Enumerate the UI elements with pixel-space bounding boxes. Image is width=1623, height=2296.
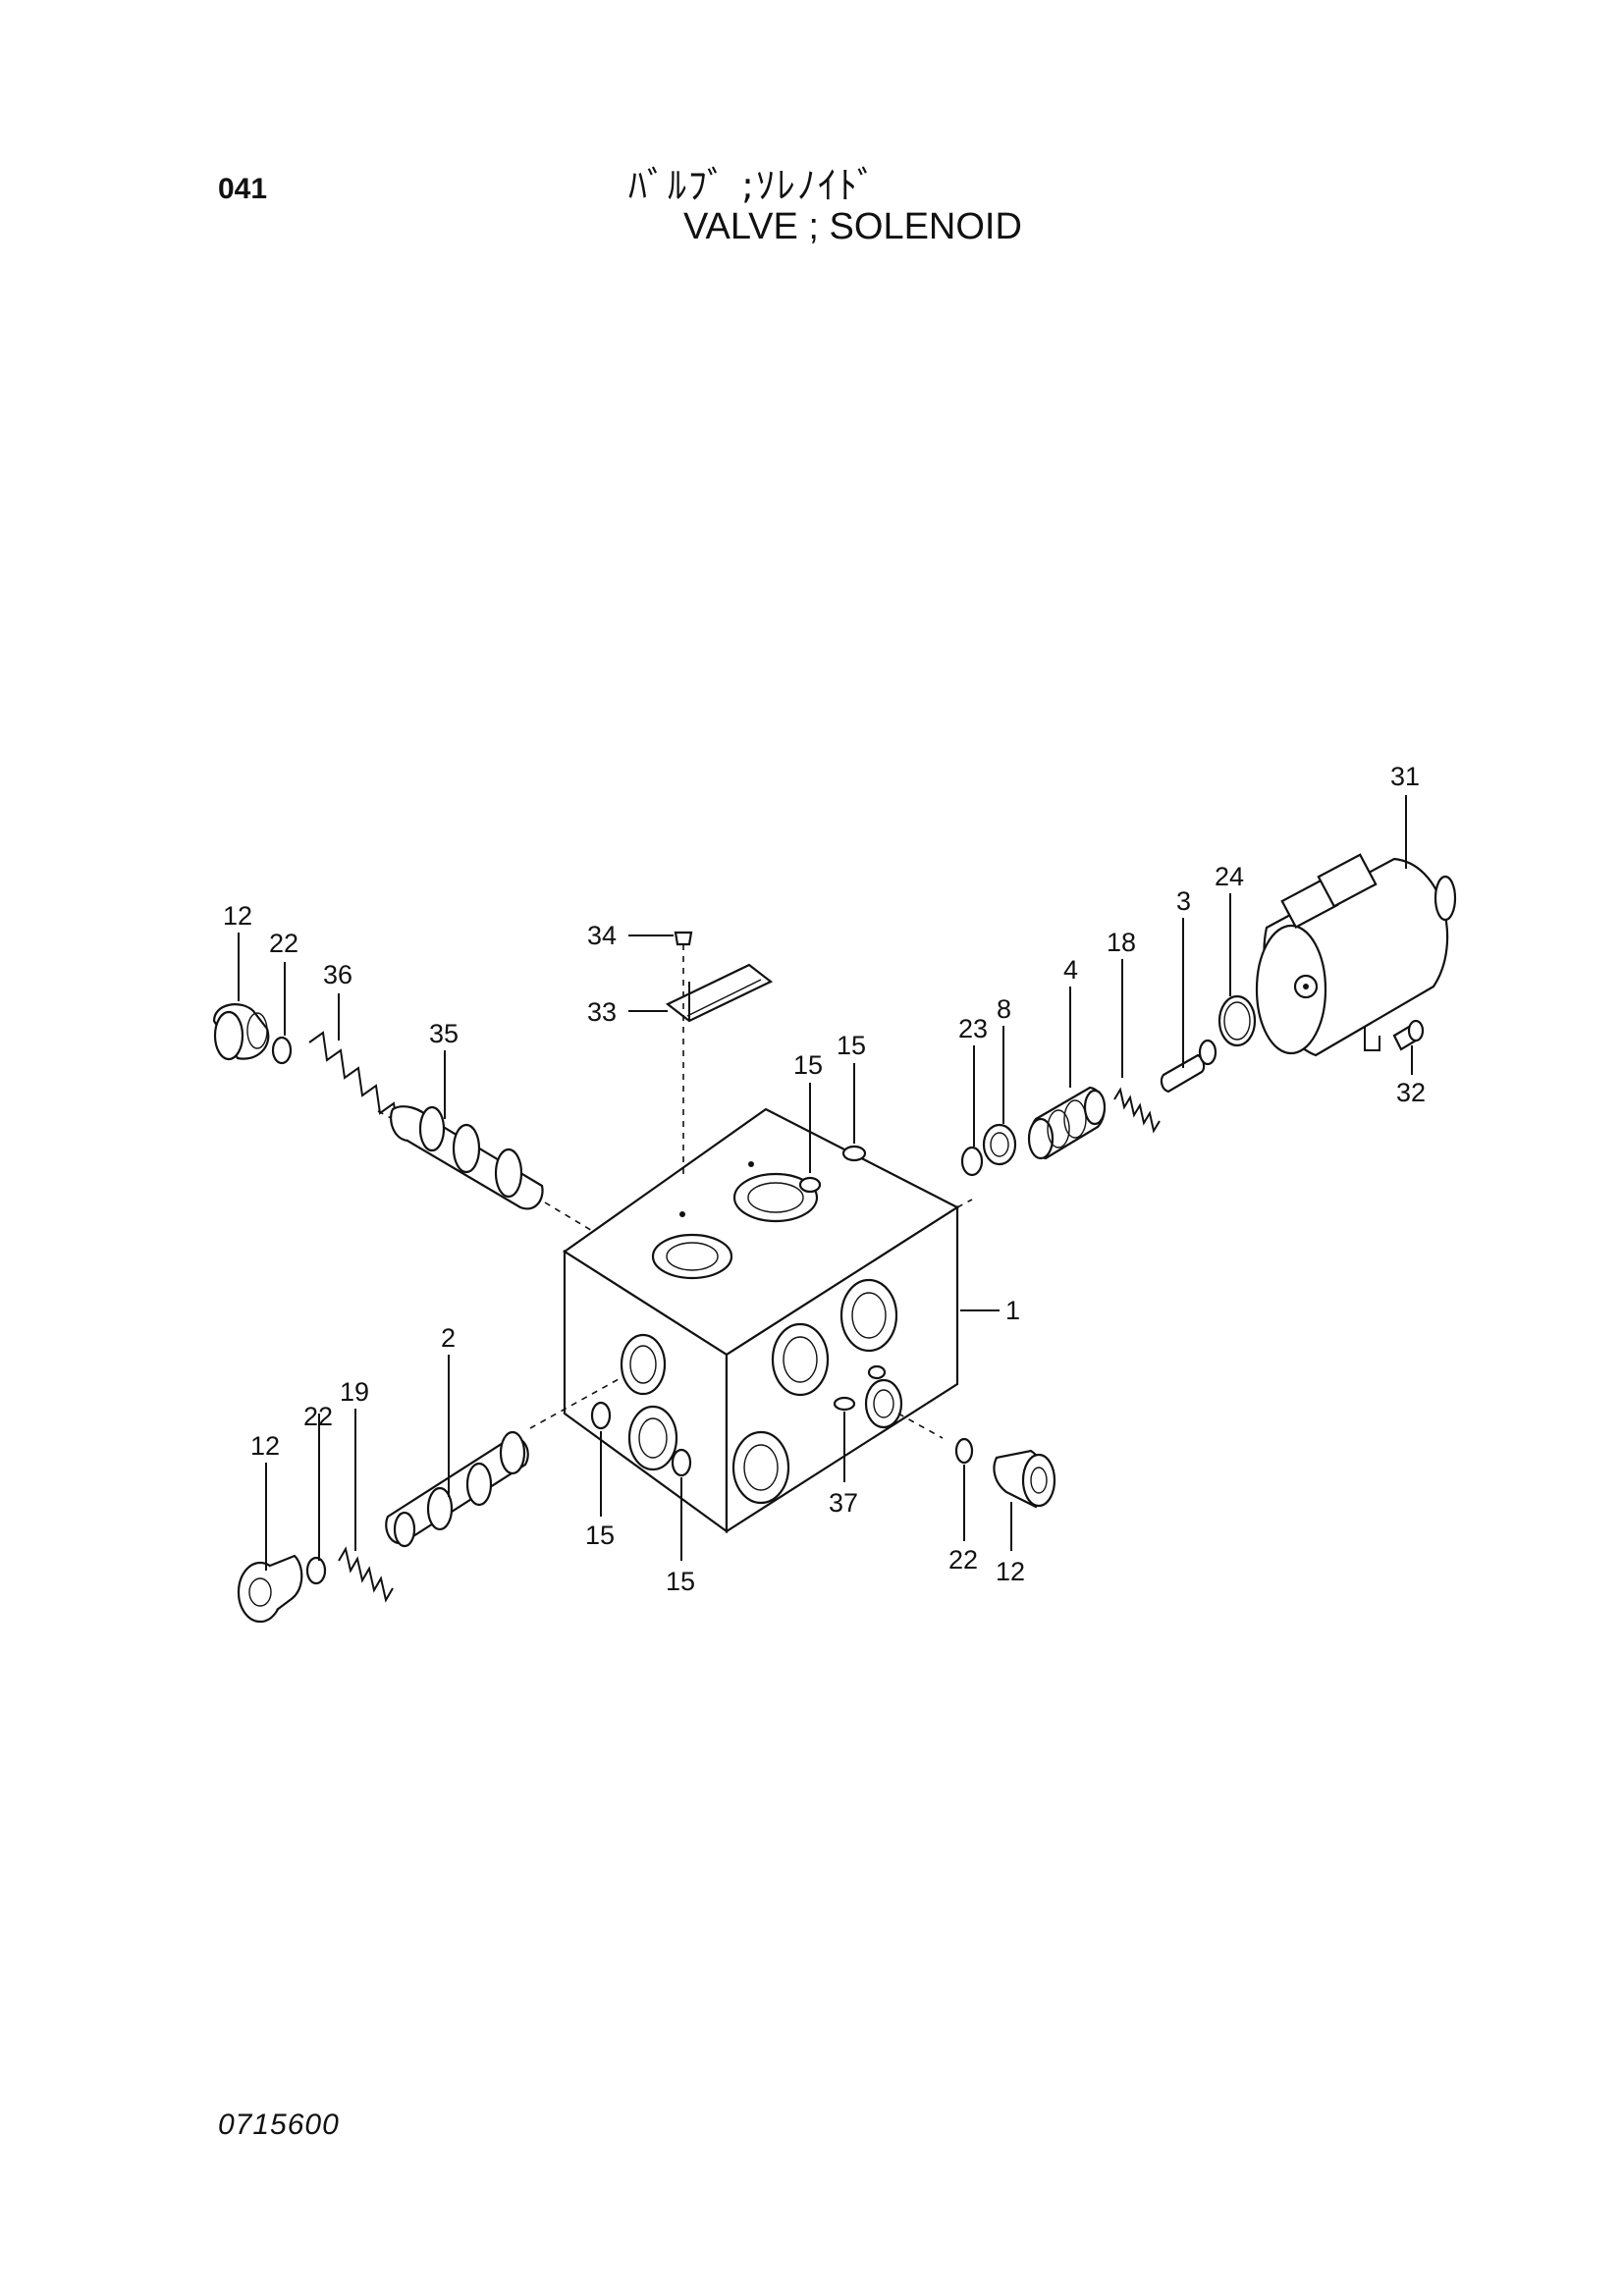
callout-22-left: 22 bbox=[303, 1402, 333, 1431]
callout-1: 1 bbox=[1005, 1296, 1020, 1325]
callout-22-right: 22 bbox=[948, 1545, 978, 1575]
upper-left-parts bbox=[212, 1003, 595, 1233]
callout-31: 31 bbox=[1390, 762, 1420, 791]
leader-lines bbox=[238, 795, 1413, 1571]
title-english: VALVE ; SOLENOID bbox=[683, 206, 1022, 247]
callout-labels: 12 22 36 35 34 33 15 15 23 8 4 18 3 24 3… bbox=[223, 762, 1426, 1596]
callout-22-top: 22 bbox=[269, 929, 298, 958]
callout-32: 32 bbox=[1396, 1078, 1426, 1107]
callout-24: 24 bbox=[1215, 862, 1244, 891]
callout-2: 2 bbox=[441, 1323, 456, 1353]
callout-19: 19 bbox=[340, 1377, 369, 1407]
callout-23: 23 bbox=[958, 1014, 988, 1043]
callout-15-bottom-a: 15 bbox=[585, 1521, 615, 1550]
callout-36: 36 bbox=[323, 960, 352, 989]
callout-33: 33 bbox=[587, 997, 617, 1027]
callout-35: 35 bbox=[429, 1019, 459, 1048]
drawing-number: 0715600 bbox=[218, 2109, 340, 2141]
callout-15-bottom-b: 15 bbox=[666, 1567, 695, 1596]
valve-body bbox=[563, 1107, 960, 1534]
callout-34: 34 bbox=[587, 921, 617, 950]
callout-12-right: 12 bbox=[996, 1557, 1025, 1586]
callout-15-top-a: 15 bbox=[793, 1050, 823, 1080]
callout-18: 18 bbox=[1107, 928, 1136, 957]
callout-15-top-b: 15 bbox=[837, 1031, 866, 1060]
page-number: 041 bbox=[218, 173, 268, 205]
callout-12-left: 12 bbox=[250, 1431, 280, 1461]
callout-37: 37 bbox=[829, 1488, 858, 1518]
callout-4: 4 bbox=[1063, 955, 1078, 985]
callout-3: 3 bbox=[1176, 886, 1191, 916]
upper-right-parts bbox=[956, 853, 1457, 1208]
callout-12-top: 12 bbox=[223, 901, 252, 931]
lower-right-parts bbox=[897, 1413, 1056, 1509]
lower-left-parts bbox=[237, 1378, 620, 1624]
title-japanese: ﾊﾞﾙﾌﾞ ;ｿﾚﾉｲﾄﾞ bbox=[628, 164, 878, 207]
nameplate bbox=[665, 931, 774, 1178]
callout-8: 8 bbox=[997, 994, 1011, 1024]
